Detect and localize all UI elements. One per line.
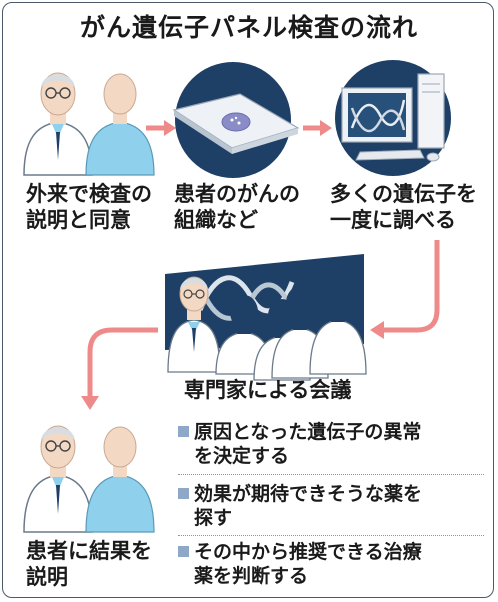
- meeting-item-2-line-1: 効果が期待できそうな薬を: [194, 483, 423, 505]
- result-line-2: 説明: [26, 565, 68, 589]
- step-1-label: 外来で検査の 説明と同意: [26, 181, 152, 233]
- step-2-line-2: 組織など: [174, 208, 258, 232]
- bullet-square-icon: [178, 488, 189, 499]
- meeting-item-3-line-1: その中から推奨できる治療: [194, 541, 422, 563]
- doctor-icon: [23, 425, 93, 533]
- meeting-item-1-line-2: を決定する: [194, 445, 290, 467]
- bullet-square-icon: [178, 426, 189, 437]
- arrow-icon: [146, 120, 176, 136]
- diagram-title: がん遺伝子パネル検査の流れ: [79, 13, 418, 42]
- doctor-icon: [23, 72, 93, 176]
- divider: [178, 474, 484, 475]
- step-3-line-2: 一度に調べる: [330, 208, 456, 232]
- step-1-line-2: 説明と同意: [26, 208, 131, 232]
- dna-icon: [350, 99, 406, 133]
- result-line-1: 患者に結果を: [26, 539, 152, 563]
- meeting-item-1-line-1: 原因となった遺伝子の異常: [194, 421, 422, 443]
- meeting-item-3-line-2: 薬を判断する: [194, 565, 309, 587]
- computer-icon: [335, 60, 451, 176]
- bullet-square-icon: [178, 546, 189, 557]
- patient-icon: [85, 73, 155, 176]
- doctor-icon: [167, 276, 221, 373]
- arrow-icon: [370, 240, 440, 339]
- step-2-label: 患者のがんの 組織など: [174, 181, 300, 233]
- result-label: 患者に結果を 説明: [26, 538, 152, 590]
- patient-icon: [85, 426, 155, 533]
- step-2-line-1: 患者のがんの: [174, 182, 300, 206]
- arrow-icon: [303, 120, 332, 136]
- expert-silhouette-icon: [309, 278, 367, 375]
- meeting-title: 専門家による会議: [184, 378, 352, 402]
- step-3-line-1: 多くの遺伝子を: [330, 182, 477, 206]
- arrow-icon: [81, 327, 158, 410]
- step-3-label: 多くの遺伝子を 一度に調べる: [330, 181, 477, 233]
- meeting-item-2-line-2: 探す: [194, 507, 233, 529]
- step-1-line-1: 外来で検査の: [26, 182, 152, 206]
- tissue-slide-icon: [172, 62, 300, 178]
- divider: [178, 535, 484, 536]
